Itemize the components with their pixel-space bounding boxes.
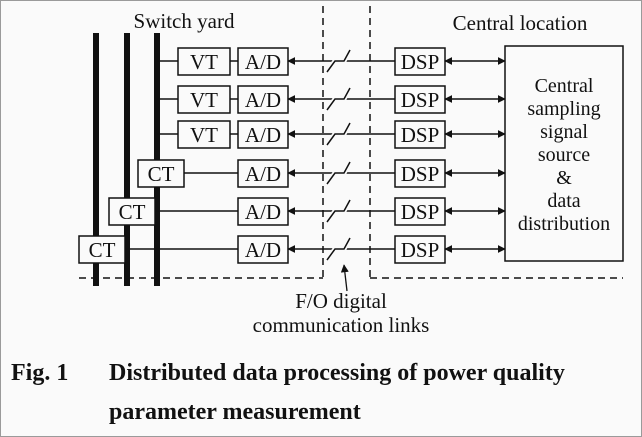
channel-row-1: VT A/D DSP bbox=[157, 47, 506, 76]
figure-number: Fig. 1 bbox=[11, 360, 69, 386]
central-box-line: signal bbox=[540, 121, 588, 143]
ad-converter-box bbox=[237, 235, 289, 264]
channel-row-3: VT A/D DSP bbox=[157, 120, 506, 149]
central-box-line: Central bbox=[535, 75, 594, 97]
central-box-line: & bbox=[556, 167, 572, 189]
dsp-label: DSP bbox=[401, 200, 440, 224]
ad-label: A/D bbox=[245, 123, 281, 147]
channel-row-5: CT A/D DSP bbox=[108, 197, 506, 226]
central-box-label: Central sampling signal source & data di… bbox=[518, 75, 610, 235]
dsp-box bbox=[394, 197, 446, 226]
vt-box bbox=[177, 85, 231, 114]
ct-box bbox=[78, 235, 126, 264]
ad-label: A/D bbox=[245, 50, 281, 74]
caption-title-line-1: Distributed data processing of power qua… bbox=[109, 360, 565, 386]
ct-box bbox=[108, 197, 156, 226]
dsp-label: DSP bbox=[401, 123, 440, 147]
channel-row-2: VT A/D DSP bbox=[157, 85, 506, 114]
dsp-box bbox=[394, 47, 446, 76]
fiber-break-symbol bbox=[326, 237, 351, 261]
fo-label-line-2: communication links bbox=[253, 313, 430, 337]
dsp-box bbox=[394, 85, 446, 114]
dsp-box bbox=[394, 235, 446, 264]
dsp-label: DSP bbox=[401, 50, 440, 74]
fo-label-line-1: F/O digital bbox=[295, 289, 387, 313]
ct-label: CT bbox=[148, 162, 175, 186]
central-box-line: sampling bbox=[527, 98, 600, 120]
vt-label: VT bbox=[190, 123, 218, 147]
channel-row-4: CT A/D DSP bbox=[137, 159, 506, 188]
ad-label: A/D bbox=[245, 238, 281, 262]
fiber-break-symbol bbox=[326, 49, 351, 73]
ct-label: CT bbox=[119, 200, 146, 224]
channel-row-6: CT A/D DSP bbox=[78, 235, 506, 264]
vt-label: VT bbox=[190, 88, 218, 112]
vt-label: VT bbox=[190, 50, 218, 74]
central-box-line: source bbox=[538, 144, 590, 166]
ad-converter-box bbox=[237, 197, 289, 226]
dsp-label: DSP bbox=[401, 238, 440, 262]
ad-label: A/D bbox=[245, 162, 281, 186]
central-sampling-box bbox=[504, 45, 624, 262]
vt-box bbox=[177, 120, 231, 149]
central-location-label: Central location bbox=[453, 11, 588, 35]
fiber-break-symbol bbox=[326, 199, 351, 223]
dsp-box bbox=[394, 159, 446, 188]
caption-title-line-2: parameter measurement bbox=[109, 399, 361, 425]
fiber-break-symbol bbox=[326, 161, 351, 185]
vt-box bbox=[177, 47, 231, 76]
ct-box bbox=[137, 159, 185, 188]
central-box-line: distribution bbox=[518, 213, 610, 235]
ad-converter-box bbox=[237, 159, 289, 188]
ct-label: CT bbox=[89, 238, 116, 262]
fiber-break-symbol bbox=[326, 87, 351, 111]
fo-pointer-arrow bbox=[340, 264, 349, 292]
central-box-line: data bbox=[547, 190, 580, 212]
dsp-label: DSP bbox=[401, 162, 440, 186]
switch-yard-label: Switch yard bbox=[134, 9, 235, 33]
ad-label: A/D bbox=[245, 200, 281, 224]
fiber-break-symbol bbox=[326, 122, 351, 146]
ad-label: A/D bbox=[245, 88, 281, 112]
ad-converter-box bbox=[237, 120, 289, 149]
ad-converter-box bbox=[237, 47, 289, 76]
dsp-label: DSP bbox=[401, 88, 440, 112]
